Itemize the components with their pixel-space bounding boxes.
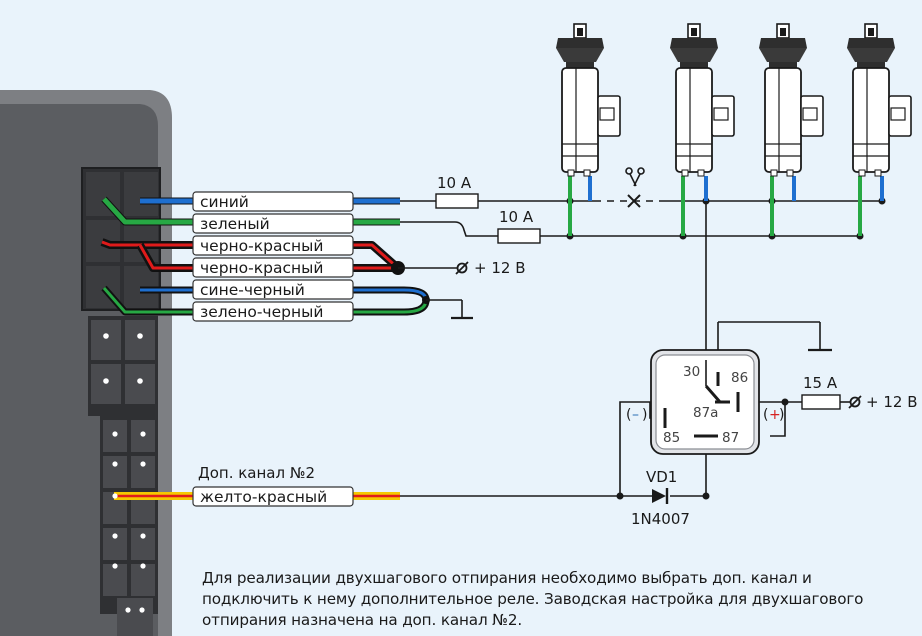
actuator-4 (846, 23, 912, 236)
wire-label-blue: синий (200, 193, 249, 211)
fuse-1-label: 10 А (437, 174, 472, 192)
circuit-lines (398, 200, 882, 497)
wire-label-green-black: зелено-черный (200, 303, 323, 321)
relay-positive-sign: + (769, 407, 781, 423)
relay-negative-sign: – (632, 407, 639, 423)
fuse-1: 10 А (435, 174, 479, 209)
relay-pin-85: 85 (663, 430, 680, 446)
power-label-2: + 12 В (866, 393, 917, 411)
wire-label-black-red-1: черно-красный (200, 237, 323, 255)
fuse-2: 10 А (497, 208, 541, 244)
svg-text:): ) (779, 407, 784, 423)
fuse-3: 15 А (801, 374, 841, 410)
power-label-1: + 12 В (474, 259, 525, 277)
relay-pin-87: 87 (722, 430, 739, 446)
wire-label-yellow-red: желто-красный (200, 488, 327, 506)
power-terminal-2: + 12 В (848, 393, 917, 411)
scissors-icon (625, 167, 645, 208)
note-line: отпирания назначена на доп. канал №2. (202, 611, 523, 629)
description-note: Для реализации двухшагового отпирания не… (202, 568, 918, 631)
alarm-unit (0, 90, 172, 636)
relay-pin-86: 86 (731, 370, 748, 386)
actuator-2 (669, 23, 735, 236)
svg-text:): ) (642, 407, 647, 423)
svg-text:(: ( (626, 407, 631, 423)
note-line: подключить к нему дополнительное реле. З… (202, 590, 864, 608)
fuse-3-label: 15 А (803, 374, 838, 392)
wire-label-black-red-2: черно-красный (200, 259, 323, 277)
svg-text:(: ( (763, 407, 768, 423)
wire-label-green: зеленый (200, 215, 270, 233)
relay-pin-30: 30 (683, 364, 700, 380)
diode-part: 1N4007 (631, 510, 690, 528)
relay-pin-87a: 87a (693, 405, 718, 421)
power-terminal-1: + 12 В (455, 259, 525, 277)
actuator-3 (758, 23, 824, 236)
diode-name: VD1 (646, 468, 677, 486)
diode-vd1: VD1 1N4007 (631, 468, 690, 528)
relay: 30 86 87a 85 87 ( – ) ( + ) (626, 349, 784, 455)
wire-labels: синий зеленый черно-красный черно-красны… (192, 191, 354, 507)
note-line: Для реализации двухшагового отпирания не… (202, 569, 812, 587)
fuse-2-label: 10 А (499, 208, 534, 226)
wire-label-blue-black: сине-черный (200, 281, 305, 299)
channel-label: Доп. канал №2 (198, 464, 315, 482)
actuator-1 (555, 23, 621, 236)
